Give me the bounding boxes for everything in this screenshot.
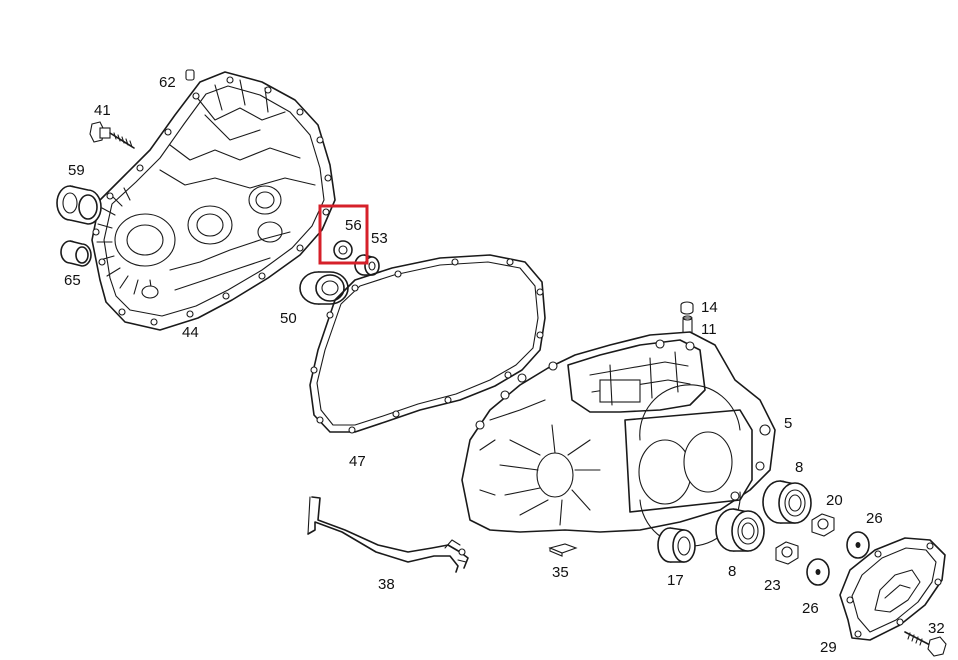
label-53: 53: [371, 230, 388, 247]
label-35: 35: [552, 564, 569, 581]
label-11: 11: [701, 321, 717, 338]
seal-59: [56, 185, 102, 225]
label-56: 56: [345, 217, 362, 234]
label-59: 59: [68, 162, 85, 179]
washer-56: [333, 240, 353, 260]
housing-cover-44: [91, 71, 336, 331]
label-47: 47: [349, 453, 366, 470]
label-17: 17: [667, 572, 684, 589]
label-26-upper: 26: [866, 510, 883, 527]
main-housing-5: [461, 331, 776, 547]
cover-29: [839, 537, 946, 641]
label-26-lower: 26: [802, 600, 819, 617]
washer-26-upper: [846, 531, 870, 559]
pin-11: [682, 315, 693, 335]
label-50: 50: [280, 310, 297, 327]
bearing-8-lower: [715, 508, 765, 552]
label-38: 38: [378, 576, 395, 593]
pad-35: [548, 543, 578, 557]
plug-20: [811, 513, 835, 537]
label-23: 23: [764, 577, 781, 594]
bracket-38: [307, 496, 469, 573]
washer-26-lower: [806, 558, 830, 586]
bolt-32: [904, 631, 947, 657]
bearing-8-upper: [762, 480, 812, 524]
label-62: 62: [159, 74, 176, 91]
cap-14: [680, 301, 694, 315]
race-17: [657, 527, 696, 563]
bushing-65: [60, 240, 92, 267]
label-8-upper: 8: [795, 459, 803, 476]
plug-23: [775, 541, 799, 565]
label-44: 44: [182, 324, 199, 341]
gasket-47: [309, 254, 546, 434]
label-32: 32: [928, 620, 945, 637]
label-41: 41: [94, 102, 111, 119]
bolt-41: [89, 121, 135, 149]
label-65: 65: [64, 272, 81, 289]
label-14: 14: [701, 299, 718, 316]
label-29: 29: [820, 639, 837, 656]
pin-62: [185, 69, 195, 81]
label-8-lower: 8: [728, 563, 736, 580]
label-5: 5: [784, 415, 792, 432]
bearing-50: [299, 271, 349, 305]
label-20: 20: [826, 492, 843, 509]
highlight-box: [318, 204, 369, 265]
